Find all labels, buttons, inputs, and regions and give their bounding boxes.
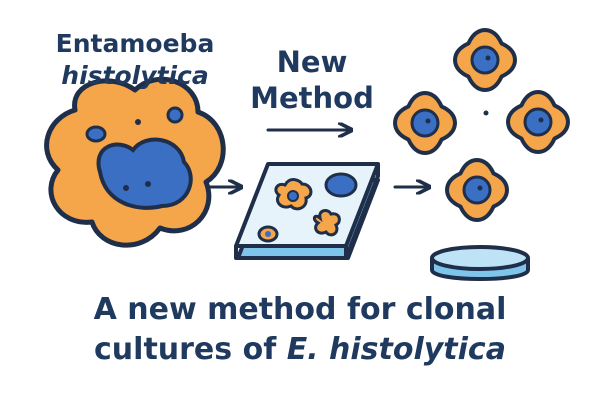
caption: A new method for clonal cultures of E. h… bbox=[20, 290, 580, 370]
clonal-cell-icon bbox=[453, 28, 517, 92]
clonal-cells bbox=[393, 28, 570, 222]
method-label-line1: New bbox=[276, 45, 348, 79]
organism-species: histolytica bbox=[61, 61, 209, 90]
caption-line2-italic: E. histolytica bbox=[286, 332, 506, 367]
culture-plate-icon bbox=[234, 162, 380, 260]
method-label-line2: Method bbox=[250, 81, 374, 115]
clonal-cell-icon bbox=[393, 91, 457, 155]
amoeba-cell-icon bbox=[44, 76, 226, 248]
organism-genus: Entamoeba bbox=[55, 29, 215, 58]
clonal-cell-icon bbox=[506, 90, 570, 154]
caption-line2-prefix: cultures of bbox=[94, 332, 287, 367]
dot bbox=[483, 110, 489, 116]
caption-line1: A new method for clonal bbox=[93, 292, 507, 327]
caption-line2: cultures of E. histolytica bbox=[20, 330, 580, 370]
organism-name: Entamoeba histolytica bbox=[40, 28, 230, 92]
petri-dish-icon bbox=[430, 245, 530, 281]
method-label: New Method bbox=[222, 44, 402, 116]
clonal-cell-icon bbox=[445, 158, 509, 222]
